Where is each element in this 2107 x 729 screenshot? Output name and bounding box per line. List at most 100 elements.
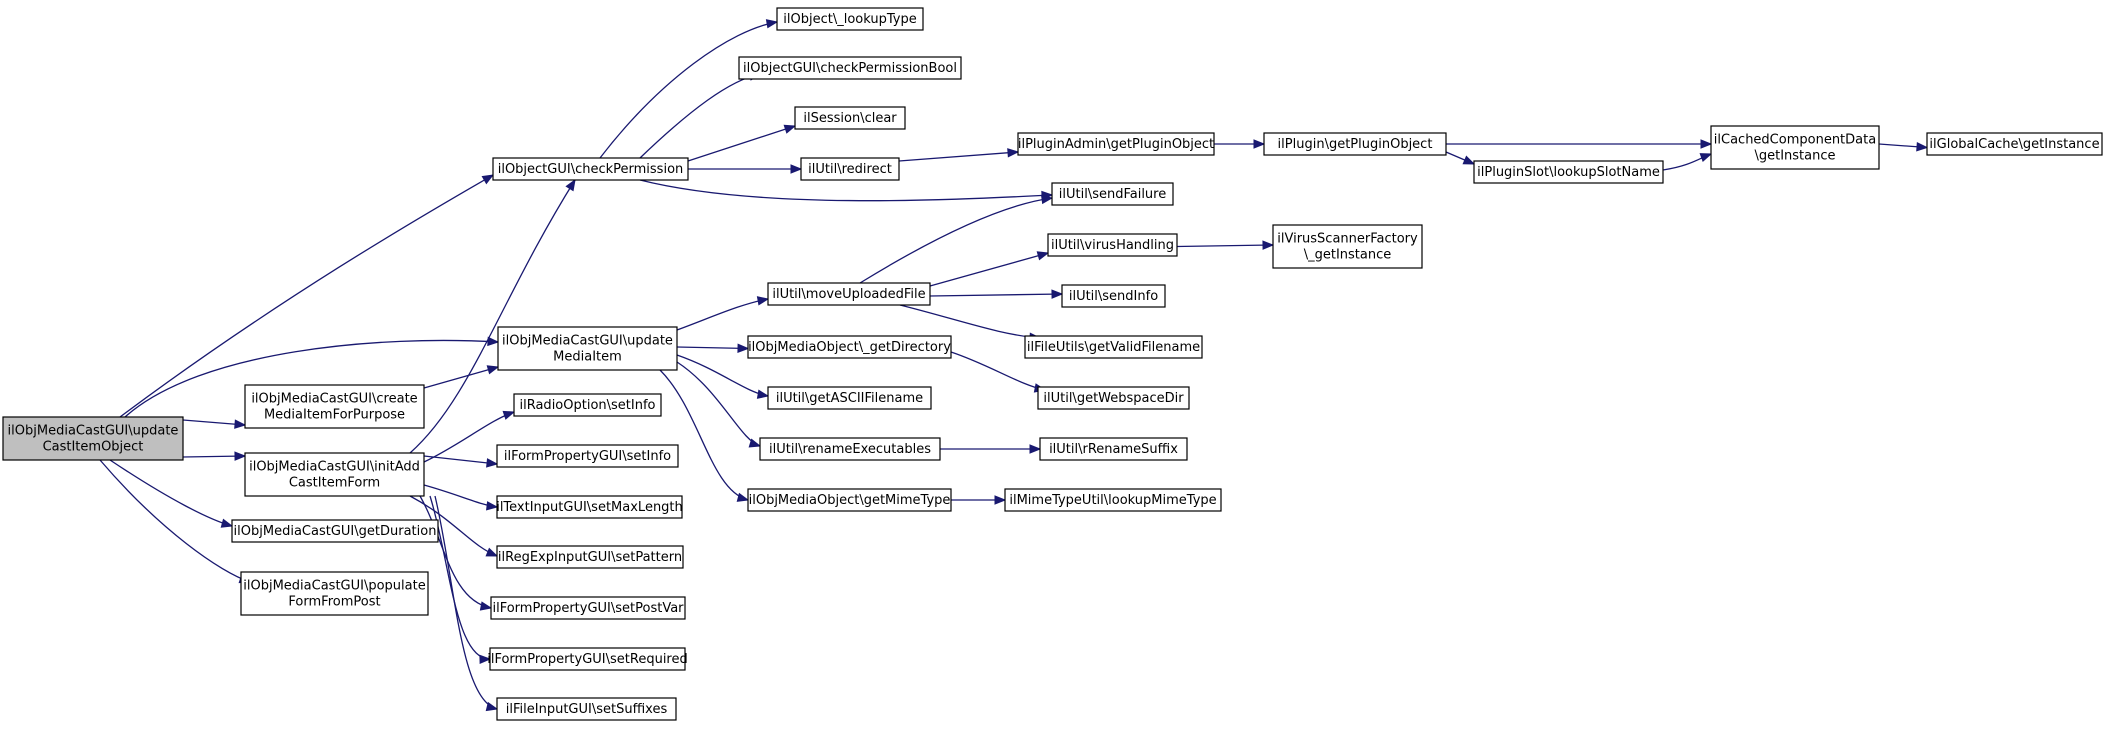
node-createMediaItem-box[interactable]: [244, 384, 425, 429]
node-regexpPattern[interactable]: ilRegExpInputGUI\setPattern: [496, 545, 684, 569]
node-getDirectory-box[interactable]: [747, 335, 952, 359]
node-textMaxLen-box[interactable]: [496, 495, 683, 519]
node-populate-box[interactable]: [240, 571, 429, 616]
node-radioSetInfo-box[interactable]: [513, 393, 662, 417]
node-lookupMime-label-0: ilMimeTypeUtil\lookupMimeType: [1009, 493, 1216, 508]
node-cachedComp-box[interactable]: [1710, 125, 1880, 170]
edge-updateMediaItem-to-getDirectory: [676, 346, 749, 350]
node-globalCache[interactable]: ilGlobalCache\getInstance: [1926, 132, 2103, 156]
node-webspaceDir-label-0: ilUtil\getWebspaceDir: [1043, 391, 1184, 406]
node-textMaxLen[interactable]: ilTextInputGUI\setMaxLength: [496, 495, 683, 519]
node-lookupMime[interactable]: ilMimeTypeUtil\lookupMimeType: [1004, 488, 1222, 512]
node-getDuration-box[interactable]: [231, 519, 439, 543]
node-lookupType[interactable]: ilObject\_lookupType: [776, 7, 924, 31]
edge-checkPermission-to-lookupType: [599, 21, 778, 159]
node-webspaceDir[interactable]: ilUtil\getWebspaceDir: [1037, 386, 1190, 410]
node-virusHandling-box[interactable]: [1047, 233, 1178, 257]
node-redirect[interactable]: ilUtil\redirect: [800, 157, 900, 181]
node-getMimeType[interactable]: ilObjMediaObject\getMimeType: [747, 488, 952, 512]
node-pluginGet-box[interactable]: [1263, 132, 1447, 156]
node-validFilename[interactable]: ilFileUtils\getValidFilename: [1024, 335, 1203, 359]
node-initAdd-box[interactable]: [244, 452, 425, 497]
node-getMimeType-box[interactable]: [747, 488, 952, 512]
node-root-box[interactable]: [2, 416, 184, 461]
node-renameExec-label-0: ilUtil\renameExecutables: [769, 442, 931, 457]
node-sendInfo[interactable]: ilUtil\sendInfo: [1061, 284, 1166, 308]
node-cachedComp[interactable]: ilCachedComponentData\getInstance: [1710, 125, 1880, 170]
node-updateMediaItem-box[interactable]: [497, 326, 678, 371]
node-postVar[interactable]: ilFormPropertyGUI\setPostVar: [490, 596, 686, 620]
edge-root-to-createMediaItem-arrowhead: [234, 419, 247, 429]
edge-initAdd-to-postVar-arrowhead: [479, 601, 493, 611]
edge-initAdd-to-radioSetInfo-arrowhead: [502, 410, 516, 420]
node-required[interactable]: ilFormPropertyGUI\setRequired: [487, 647, 688, 671]
node-lookupMime-box[interactable]: [1004, 488, 1222, 512]
node-lookupType-box[interactable]: [776, 7, 924, 31]
edge-checkPermission-to-checkPermBool: [639, 73, 761, 159]
node-formPropSetInfo-box[interactable]: [496, 444, 679, 468]
node-pluginAdmin[interactable]: ilPluginAdmin\getPluginObject: [1017, 132, 1215, 156]
node-createMediaItem[interactable]: ilObjMediaCastGUI\createMediaItemForPurp…: [244, 384, 425, 429]
node-radioSetInfo[interactable]: ilRadioOption\setInfo: [513, 393, 662, 417]
node-getASCII-box[interactable]: [767, 386, 932, 410]
node-sendFailure-box[interactable]: [1051, 182, 1174, 206]
node-rRename-box[interactable]: [1039, 437, 1188, 461]
node-rRename[interactable]: ilUtil\rRenameSuffix: [1039, 437, 1188, 461]
node-pluginGet[interactable]: ilPlugin\getPluginObject: [1263, 132, 1447, 156]
edge-updateMediaItem-to-getMimeType-arrowhead: [736, 492, 750, 502]
node-postVar-box[interactable]: [490, 596, 686, 620]
node-sendFailure[interactable]: ilUtil\sendFailure: [1051, 182, 1174, 206]
node-checkPermBool-box[interactable]: [738, 56, 962, 80]
edge-checkPermission-to-sessionClear: [687, 125, 796, 162]
edge-moveUploaded-to-validFilename: [899, 304, 1041, 339]
node-sendInfo-box[interactable]: [1061, 284, 1166, 308]
node-pluginAdmin-box[interactable]: [1017, 132, 1215, 156]
node-lookupType-label-0: ilObject\_lookupType: [783, 12, 916, 27]
edge-createMediaItem-to-updateMediaItem-arrowhead: [486, 365, 500, 375]
node-pluginAdmin-label-0: ilPluginAdmin\getPluginObject: [1018, 137, 1214, 152]
node-getDirectory[interactable]: ilObjMediaObject\_getDirectory: [747, 335, 952, 359]
node-getASCII-label-0: ilUtil\getASCIIFilename: [776, 391, 923, 406]
node-checkPermission-label-0: ilObjectGUI\checkPermission: [498, 162, 684, 177]
node-moveUploaded-box[interactable]: [767, 282, 931, 306]
edge-pluginGet-to-cachedComp-arrowhead: [1700, 139, 1713, 149]
node-validFilename-box[interactable]: [1024, 335, 1203, 359]
edge-moveUploaded-to-sendFailure: [859, 197, 1053, 284]
node-globalCache-box[interactable]: [1926, 132, 2103, 156]
node-sessionClear-box[interactable]: [794, 106, 906, 130]
node-virusHandling[interactable]: ilUtil\virusHandling: [1047, 233, 1178, 257]
node-formPropSetInfo[interactable]: ilFormPropertyGUI\setInfo: [496, 444, 679, 468]
node-checkPermission-box[interactable]: [492, 157, 689, 181]
node-virusFactory-box[interactable]: [1272, 224, 1423, 269]
node-required-box[interactable]: [489, 647, 686, 671]
node-getDirectory-label-0: ilObjMediaObject\_getDirectory: [748, 340, 951, 355]
edge-cachedComp-to-globalCache-arrowhead: [1916, 142, 1929, 152]
node-sendInfo-label-0: ilUtil\sendInfo: [1069, 289, 1158, 304]
node-validFilename-label-0: ilFileUtils\getValidFilename: [1027, 340, 1200, 355]
node-regexpPattern-box[interactable]: [496, 545, 684, 569]
node-getASCII[interactable]: ilUtil\getASCIIFilename: [767, 386, 932, 410]
edge-root-to-checkPermission-arrowhead: [481, 174, 495, 185]
node-getDuration[interactable]: ilObjMediaCastGUI\getDuration: [231, 519, 439, 543]
node-lookupSlot-box[interactable]: [1473, 160, 1664, 184]
node-cachedComp-label-1: \getInstance: [1754, 149, 1835, 164]
node-moveUploaded[interactable]: ilUtil\moveUploadedFile: [767, 282, 931, 306]
node-renameExec-box[interactable]: [759, 437, 941, 461]
node-renameExec[interactable]: ilUtil\renameExecutables: [759, 437, 941, 461]
node-sessionClear[interactable]: ilSession\clear: [794, 106, 906, 130]
node-checkPermission[interactable]: ilObjectGUI\checkPermission: [492, 157, 689, 181]
node-suffixes[interactable]: ilFileInputGUI\setSuffixes: [496, 697, 677, 721]
edge-root-to-initAdd-arrowhead: [234, 451, 247, 461]
node-createMediaItem-label-0: ilObjMediaCastGUI\create: [251, 392, 417, 407]
node-suffixes-box[interactable]: [496, 697, 677, 721]
node-checkPermBool[interactable]: ilObjectGUI\checkPermissionBool: [738, 56, 962, 80]
node-virusFactory[interactable]: ilVirusScannerFactory\_getInstance: [1272, 224, 1423, 269]
node-redirect-box[interactable]: [800, 157, 900, 181]
node-webspaceDir-box[interactable]: [1037, 386, 1190, 410]
node-lookupSlot[interactable]: ilPluginSlot\lookupSlotName: [1473, 160, 1664, 184]
